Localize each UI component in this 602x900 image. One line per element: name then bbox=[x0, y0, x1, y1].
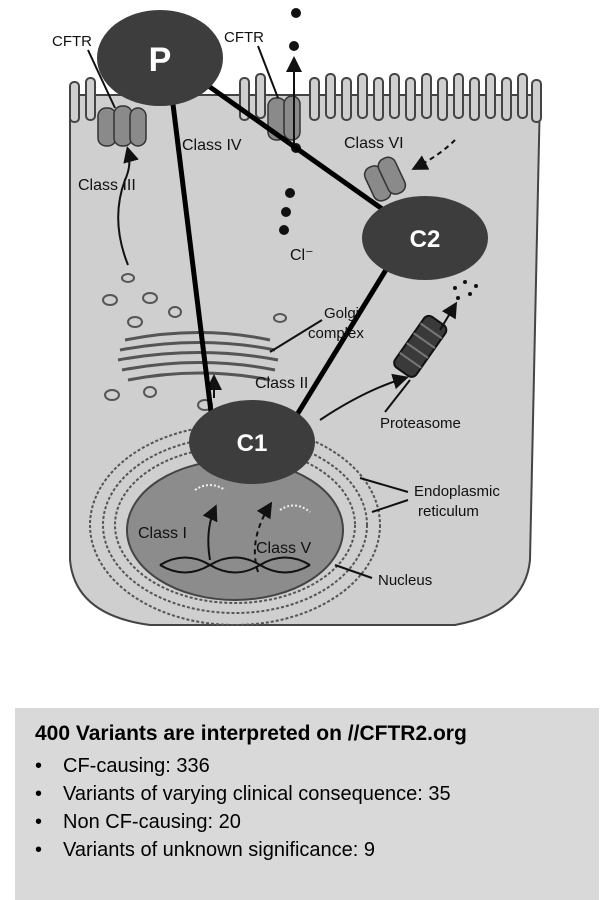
vesicles bbox=[102, 273, 287, 411]
label-class-v: Class V bbox=[256, 540, 311, 557]
label-er-line2: reticulum bbox=[418, 503, 479, 520]
cftr-channel-class-vi bbox=[363, 156, 407, 202]
list-item: • Non CF-causing: 20 bbox=[35, 808, 599, 836]
list-item: • CF-causing: 336 bbox=[35, 752, 599, 780]
bullet-icon: • bbox=[35, 839, 43, 861]
label-class-iv: Class IV bbox=[182, 137, 242, 154]
pathway-arrows bbox=[117, 139, 458, 573]
label-class-ii: Class II bbox=[255, 375, 308, 392]
node-p: P bbox=[97, 10, 223, 106]
connector-p-c2 bbox=[198, 77, 397, 221]
connector-p-c1 bbox=[167, 79, 215, 421]
bullet-icon: • bbox=[35, 783, 43, 805]
list-item-text: Non CF-causing: 20 bbox=[63, 811, 241, 833]
list-item: • Variants of varying clinical consequenc… bbox=[35, 780, 599, 808]
node-c2: C2 bbox=[362, 196, 488, 280]
list-item-text: CF-causing: 336 bbox=[63, 755, 210, 777]
label-cftr-left: CFTR bbox=[52, 33, 92, 50]
label-class-iii: Class III bbox=[78, 177, 136, 194]
node-c1: C1 bbox=[189, 400, 315, 484]
list-item-text: Variants of varying clinical consequence… bbox=[63, 783, 451, 805]
list-item-text: Variants of unknown significance: 9 bbox=[63, 839, 376, 861]
proteasome-icon bbox=[393, 314, 448, 378]
svg-text:C1: C1 bbox=[237, 430, 268, 457]
label-proteasome: Proteasome bbox=[380, 415, 461, 432]
variant-summary-box: 400 Variants are interpreted on //CFTR2.… bbox=[15, 708, 599, 900]
chloride-ions bbox=[279, 8, 301, 235]
golgi-complex bbox=[117, 331, 279, 382]
summary-list: • CF-causing: 336 • Variants of varying cl… bbox=[35, 752, 599, 864]
microvilli bbox=[69, 73, 542, 123]
label-er-line1: Endoplasmic bbox=[414, 483, 500, 500]
label-nucleus: Nucleus bbox=[378, 572, 432, 589]
node-connectors bbox=[167, 77, 397, 421]
mrna-strands bbox=[194, 484, 311, 513]
summary-title: 400 Variants are interpreted on //CFTR2.… bbox=[35, 722, 467, 745]
list-item: • Variants of unknown significance: 9 bbox=[35, 836, 599, 864]
label-chloride: Cl⁻ bbox=[290, 247, 314, 264]
leader-lines bbox=[87, 45, 411, 579]
label-cftr-right: CFTR bbox=[224, 29, 264, 46]
dna-helix bbox=[159, 556, 311, 574]
degradation-fragments bbox=[453, 280, 478, 300]
bullet-icon: • bbox=[35, 755, 43, 777]
connector-c1-c2 bbox=[292, 258, 395, 420]
label-golgi-line2: complex bbox=[308, 325, 364, 342]
bullet-icon: • bbox=[35, 811, 43, 833]
svg-text:P: P bbox=[149, 41, 172, 79]
cftr-cell-diagram: P C2 C1 CFTR CFTR Class III Class IV Cla… bbox=[52, 8, 542, 626]
label-class-vi: Class VI bbox=[344, 135, 404, 152]
cftr-channel-left bbox=[97, 105, 147, 147]
svg-text:C2: C2 bbox=[410, 226, 441, 253]
label-class-i: Class I bbox=[138, 525, 187, 542]
label-golgi-line1: Golgi bbox=[324, 305, 359, 322]
